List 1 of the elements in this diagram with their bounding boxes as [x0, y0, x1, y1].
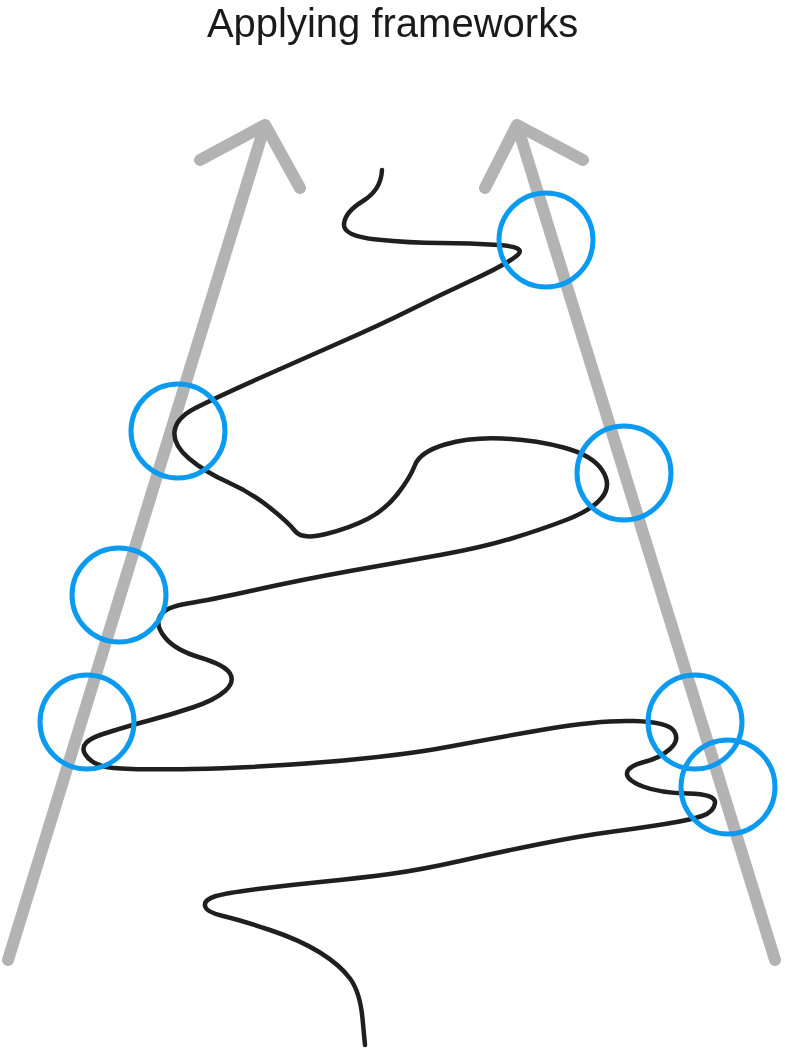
title: Applying frameworks [206, 0, 579, 46]
